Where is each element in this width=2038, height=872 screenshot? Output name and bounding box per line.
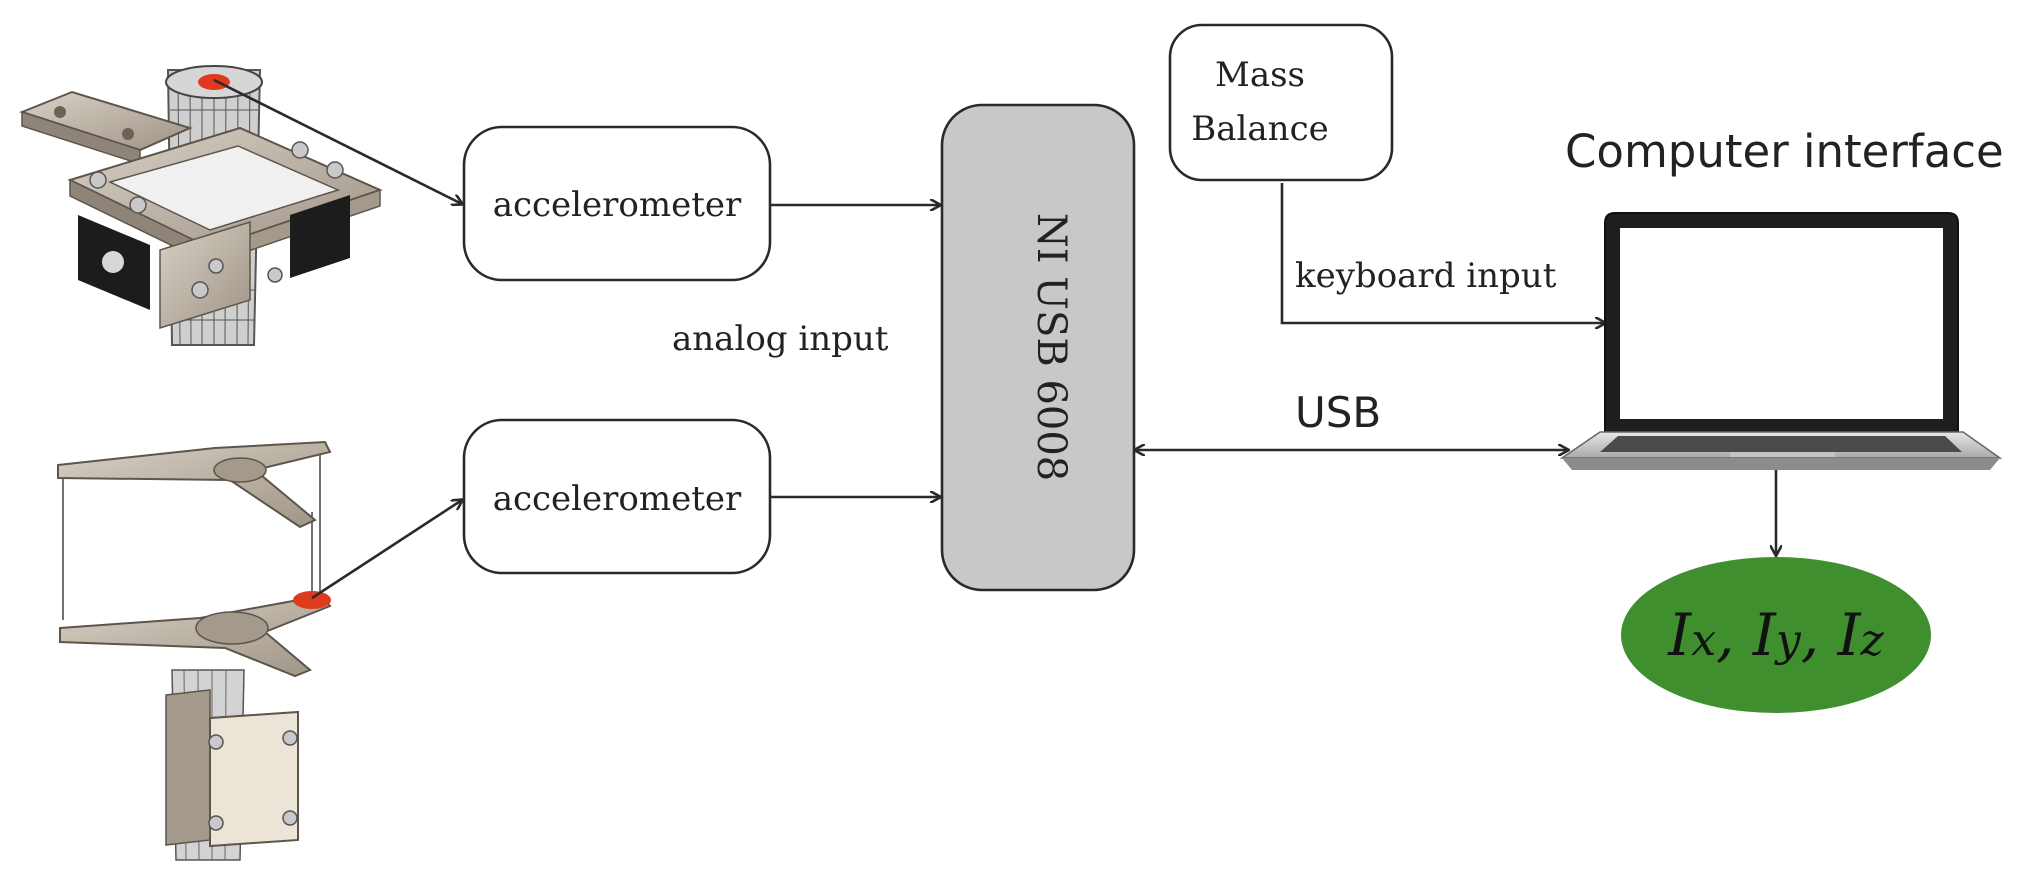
mass-balance-label-line2: Balance — [1191, 109, 1328, 149]
daq-label: NI USB 6008 — [1028, 213, 1074, 482]
sensor-marker-top — [198, 74, 230, 90]
mass-balance-node: Mass Balance — [1168, 23, 1394, 182]
arrow-icon — [213, 78, 462, 204]
keyboard-input-arrow — [1280, 183, 1605, 323]
laptop-screen — [1620, 228, 1943, 419]
laptop-icon — [1559, 212, 2003, 470]
analog-input-label: analog input — [672, 319, 889, 359]
keyboard-input-label: keyboard input — [1295, 256, 1557, 296]
inertia-result-label: Ix, Iy, Iz — [1667, 601, 1884, 669]
sensor-marker-bottom — [293, 591, 331, 609]
trifilar-pendulum-cad-icon — [57, 440, 332, 861]
accelerometer-node-top: accelerometer — [462, 125, 772, 282]
daq-node: NI USB 6008 — [940, 103, 1136, 592]
gimbal-mount-cad-icon — [19, 65, 383, 346]
computer-interface-title: Computer interface — [1565, 125, 2004, 178]
usb-label: USB — [1295, 388, 1381, 437]
accelerometer-label: accelerometer — [493, 479, 742, 519]
accelerometer-label: accelerometer — [493, 185, 742, 225]
accelerometer-node-bottom: accelerometer — [462, 418, 772, 575]
mass-balance-label-line1: Mass — [1215, 55, 1305, 95]
arrow-icon — [311, 500, 462, 600]
result-node: Ix, Iy, Iz — [1621, 557, 1931, 713]
